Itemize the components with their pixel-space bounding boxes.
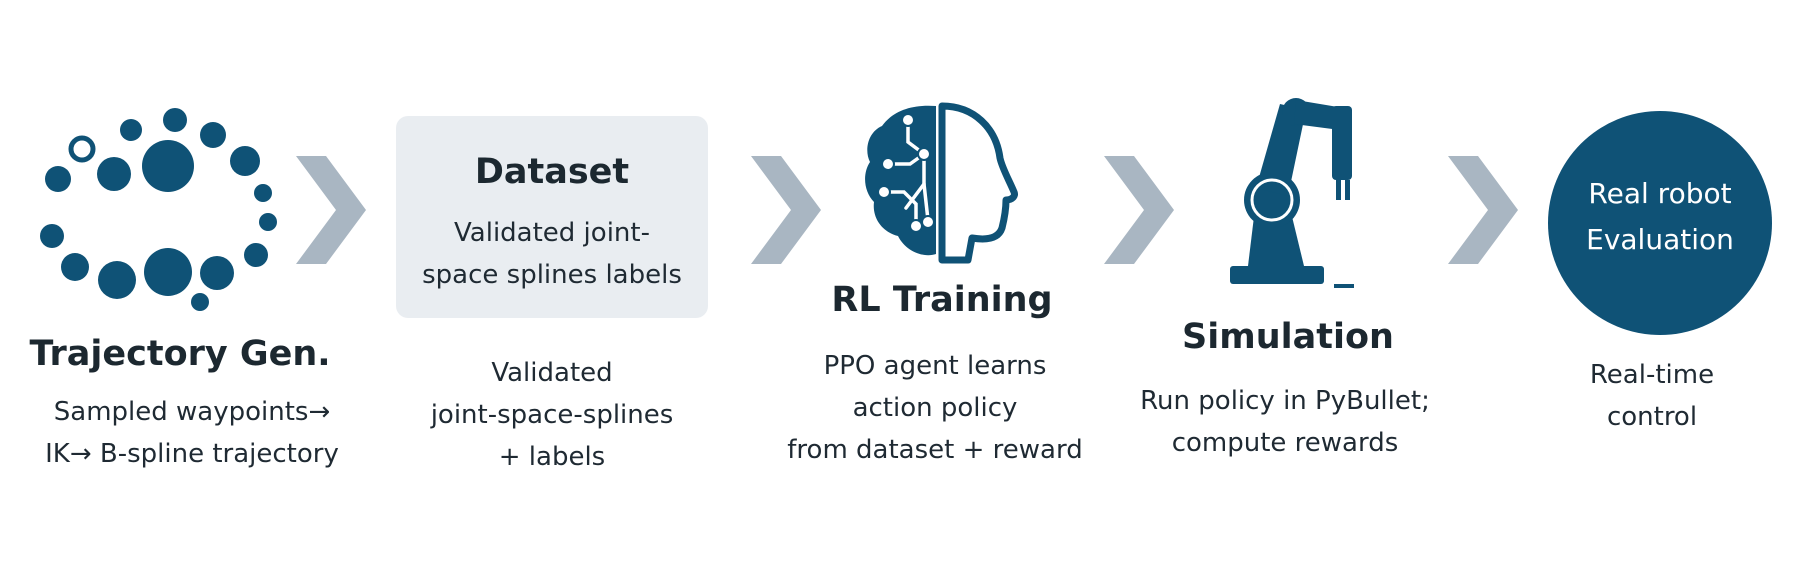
chevron-arrow-icon xyxy=(751,156,821,264)
desc-line: PPO agent learns xyxy=(823,351,1047,381)
circle-line: Real robot xyxy=(1588,177,1732,210)
desc-line: + labels xyxy=(498,442,606,472)
brain-head-icon xyxy=(865,102,1018,264)
evaluation-circle: Real robot Evaluation xyxy=(1548,111,1772,335)
desc-line: control xyxy=(1606,402,1698,432)
desc-line: Run policy in PyBullet; xyxy=(1140,386,1430,416)
chevron-arrow-icon xyxy=(296,156,366,264)
box-line: space splines labels xyxy=(422,260,682,290)
step-title-simulation: Simulation xyxy=(1182,317,1394,357)
circle-line: Evaluation xyxy=(1586,223,1734,256)
desc-line: action policy xyxy=(852,393,1018,423)
chevron-arrow-icon xyxy=(1104,156,1174,264)
desc-line: Real-time xyxy=(1589,360,1715,390)
chevron-arrow-icon xyxy=(1448,156,1518,264)
step-title-trajectory: Trajectory Gen. xyxy=(29,334,331,374)
step-desc-dataset: Validated joint-space-splines + labels xyxy=(431,352,674,478)
dataset-box-text: Validated joint- space splines labels xyxy=(396,212,708,296)
step-desc-trajectory: Sampled waypoints→ IK→ B-spline trajecto… xyxy=(45,391,339,475)
waypoints-cluster-icon xyxy=(40,108,277,311)
desc-line: Validated xyxy=(491,358,613,388)
step-desc-evaluation: Real-time control xyxy=(1590,354,1714,438)
desc-line: compute rewards xyxy=(1171,428,1399,458)
step-title-dataset: Dataset xyxy=(474,152,630,192)
desc-line: Sampled waypoints→ xyxy=(53,397,331,427)
robot-arm-icon xyxy=(1230,98,1354,288)
step-desc-simulation: Run policy in PyBullet; compute rewards xyxy=(1140,380,1430,464)
desc-line: IK→ B-spline trajectory xyxy=(45,439,339,469)
box-line: Validated joint- xyxy=(454,218,650,248)
desc-line: from dataset + reward xyxy=(787,435,1083,465)
evaluation-circle-text: Real robot Evaluation xyxy=(1548,171,1772,263)
desc-line: joint-space-splines xyxy=(430,400,674,430)
step-title-rl-training: RL Training xyxy=(831,280,1053,320)
step-desc-rl-training: PPO agent learns action policy from data… xyxy=(787,345,1082,471)
dataset-box: Dataset Validated joint- space splines l… xyxy=(396,116,708,318)
